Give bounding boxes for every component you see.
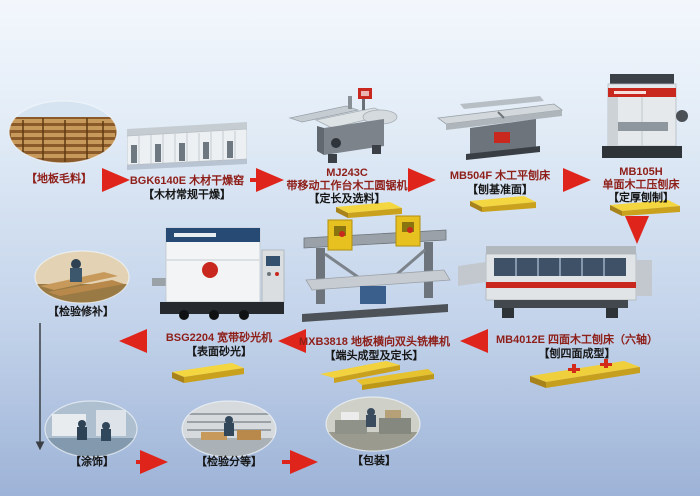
thicknesser-process-label: 【定厚刨制】 — [608, 192, 674, 204]
raw-material-image — [8, 100, 118, 164]
kiln-process-label: 【木材常规干燥】 — [143, 189, 231, 201]
packing-image — [325, 396, 422, 453]
sander-model-label: BSG2204 宽带砂光机 — [165, 332, 273, 344]
saw-name-label: 带移动工作台木工圆锯机 — [286, 180, 408, 192]
inspect-repair-label: 【检验修补】 — [48, 306, 114, 318]
thicknesser-image — [594, 70, 691, 162]
board-after-jointer — [470, 196, 536, 212]
tenoner-process-label: 【端头成型及定长】 — [324, 350, 424, 362]
tenoner-image — [298, 214, 452, 334]
coating-label: 【涂饰】 — [70, 456, 114, 468]
board-after-sander — [170, 360, 246, 384]
packing-label: 【包装】 — [352, 455, 396, 467]
board-after-moulder — [528, 356, 643, 392]
boards-after-tenoner — [316, 356, 438, 390]
grading-label: 【检验分等】 — [196, 456, 262, 468]
saw-image — [288, 82, 406, 170]
board-after-saw — [336, 202, 402, 218]
sander-process-label: 【表面砂光】 — [186, 346, 252, 358]
inspect-repair-image — [34, 250, 130, 304]
moulder-image — [456, 236, 656, 324]
coating-image — [44, 400, 138, 458]
jointer-image — [436, 92, 564, 164]
thicknesser-name-label: 单面木工压刨床 — [602, 179, 680, 191]
tenoner-model-label: MXB3818 地板横向双头铣榫机 — [299, 336, 450, 348]
kiln-image — [127, 115, 247, 172]
saw-model-label: MJ243C — [326, 167, 368, 179]
thicknesser-model-label: MB105H — [619, 166, 663, 178]
moulder-model-label: MB4012E 四面木工刨床（六轴） — [496, 334, 658, 346]
moulder-process-label: 【刨四面成型】 — [538, 348, 616, 360]
saw-process-label: 【定长及选料】 — [308, 193, 386, 205]
jointer-model-label: MB504F 木工平刨床 — [449, 170, 551, 182]
board-after-thicknesser — [610, 200, 680, 216]
kiln-model-label: BGK6140E 木材干燥窑 — [129, 175, 245, 187]
raw-material-label: 【地板毛料】 — [26, 173, 92, 185]
jointer-process-label: 【刨基准面】 — [467, 184, 533, 196]
sander-image — [150, 220, 292, 322]
grading-image — [181, 400, 278, 458]
